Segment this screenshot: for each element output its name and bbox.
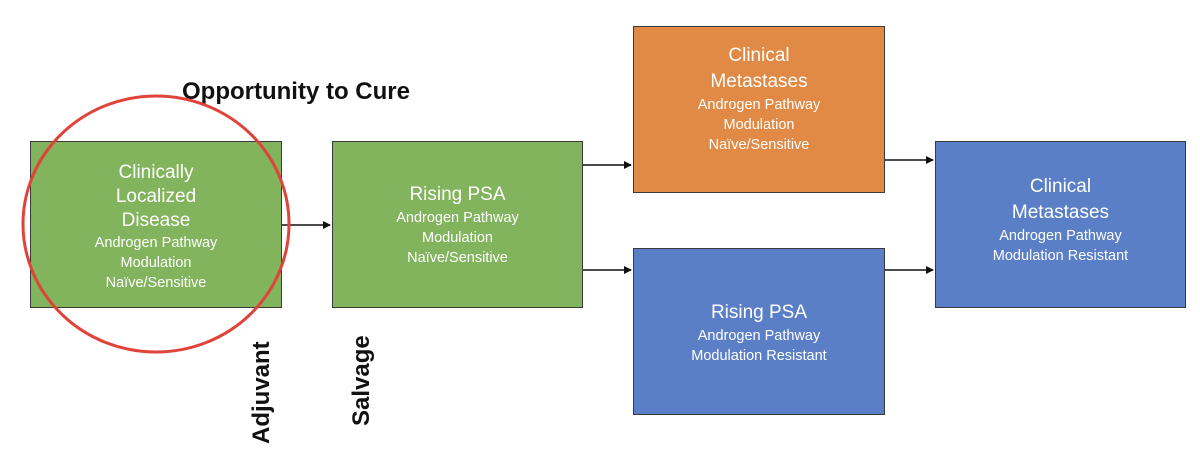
box-content: Clinical Metastases Androgen Pathway Mod…: [698, 43, 821, 155]
box-subtitle-line: Naïve/Sensitive: [407, 249, 508, 266]
box-subtitle-line: Modulation: [120, 254, 192, 271]
box-content: Clinically Localized Disease Androgen Pa…: [95, 157, 218, 293]
box-title-line: Localized: [115, 185, 197, 207]
box-subtitle-line: Naïve/Sensitive: [105, 274, 207, 291]
box-subtitle-line: Androgen Pathway: [697, 96, 821, 113]
box-title-line: Metastases: [710, 70, 808, 92]
box-content: Rising PSA Androgen Pathway Modulation R…: [691, 300, 826, 366]
box-title-line: Metastases: [1011, 201, 1110, 223]
box-subtitle-line: Androgen Pathway: [697, 327, 821, 344]
box-content: Rising PSA Androgen Pathway Modulation N…: [396, 182, 519, 268]
box-subtitle-line: Modulation: [422, 229, 493, 246]
box-content: Clinical Metastases Androgen Pathway Mod…: [993, 174, 1128, 266]
rising-psa-sensitive-box: Rising PSA Androgen Pathway Modulation N…: [332, 141, 583, 308]
box-subtitle-line: Modulation: [723, 116, 795, 133]
box-title-line: Clinically: [118, 161, 194, 183]
adjuvant-label: Adjuvant: [248, 341, 275, 444]
clinically-localized-disease-box: Clinically Localized Disease Androgen Pa…: [30, 141, 282, 308]
opportunity-to-cure-heading: Opportunity to Cure: [182, 78, 410, 105]
box-title-line: Rising PSA: [710, 301, 808, 323]
opportunity-highlight-circle: [21, 94, 291, 354]
box-subtitle-line: Modulation Resistant: [691, 347, 827, 364]
clinical-metastases-resistant-box: Clinical Metastases Androgen Pathway Mod…: [935, 141, 1186, 308]
box-title-line: Clinical: [1029, 175, 1092, 197]
clinical-metastases-sensitive-box: Clinical Metastases Androgen Pathway Mod…: [633, 26, 885, 193]
box-subtitle-line: Androgen Pathway: [94, 234, 218, 251]
box-title-line: Rising PSA: [409, 183, 506, 205]
box-title-line: Disease: [121, 209, 191, 231]
rising-psa-resistant-box: Rising PSA Androgen Pathway Modulation R…: [633, 248, 885, 415]
box-subtitle-line: Androgen Pathway: [396, 209, 519, 226]
box-subtitle-line: Modulation Resistant: [992, 247, 1129, 264]
box-subtitle-line: Androgen Pathway: [999, 227, 1122, 244]
box-title-line: Clinical: [728, 44, 790, 66]
box-subtitle-line: Naïve/Sensitive: [708, 136, 810, 153]
salvage-label: Salvage: [348, 335, 375, 426]
